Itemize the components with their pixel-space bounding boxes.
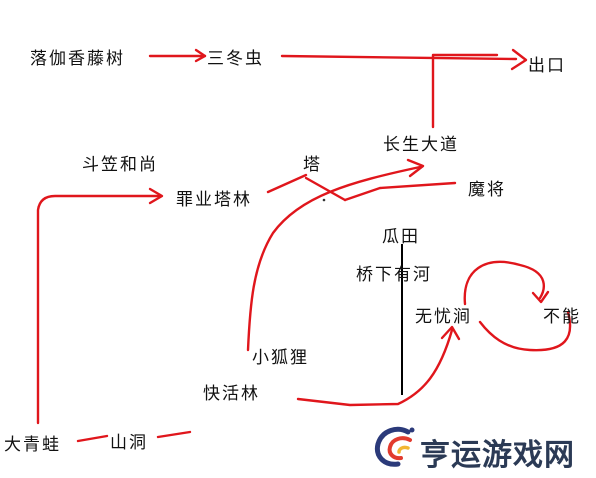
node-wuyou: 无忧涧: [415, 307, 472, 327]
path-sandong-chukou: [280, 54, 518, 61]
path-shandong-east: [156, 430, 192, 439]
node-qiaoxia: 桥下有河: [356, 265, 432, 285]
node-chukou: 出口: [528, 56, 566, 76]
watermark-text: 亨运游戏网: [420, 438, 575, 473]
path-zuiye-ta: [266, 173, 308, 194]
path-daqingwa-shandong: [76, 434, 109, 443]
path-kuaihuo-changsheng: [246, 165, 422, 352]
node-ta: 塔: [303, 155, 322, 175]
node-luojia: 落伽香藤树: [30, 49, 125, 69]
node-zuiye: 罪业塔林: [176, 190, 252, 210]
arrowhead-buneng: [531, 290, 550, 304]
path-kuaihuo-wuyou: [296, 328, 454, 407]
fork-dot: [322, 198, 326, 202]
path-changsheng-chukou: [431, 53, 499, 129]
phoenix-logo-icon: [374, 426, 415, 467]
node-changsheng: 长生大道: [383, 135, 459, 155]
node-doulihe: 斗笠和尚: [82, 155, 158, 175]
node-xiaohuli: 小狐狸: [252, 348, 309, 368]
arrowhead-changsheng: [406, 158, 425, 178]
node-buneng: 不能: [543, 307, 581, 327]
node-kuaihuo: 快活林: [203, 384, 260, 404]
path-fork-mojiang: [343, 181, 457, 202]
arrowhead-chukou: [510, 48, 528, 71]
node-daqingwa: 大青蛙: [4, 435, 61, 455]
node-sandong: 三冬虫: [207, 49, 264, 69]
arrowhead-wuyou: [440, 325, 461, 341]
node-mojiang: 魔将: [468, 180, 506, 200]
path-ta-fork: [304, 176, 347, 202]
arrowhead-zuiye: [148, 187, 164, 205]
node-shandong: 山洞: [110, 433, 148, 453]
node-guatian: 瓜田: [382, 227, 420, 247]
path-buneng-wuyou-loop: [478, 310, 572, 352]
path-wuyou-buneng-loop: [463, 260, 545, 306]
arrowhead-sandong: [194, 48, 207, 63]
path-daqingwa-zuiye: [36, 194, 162, 425]
